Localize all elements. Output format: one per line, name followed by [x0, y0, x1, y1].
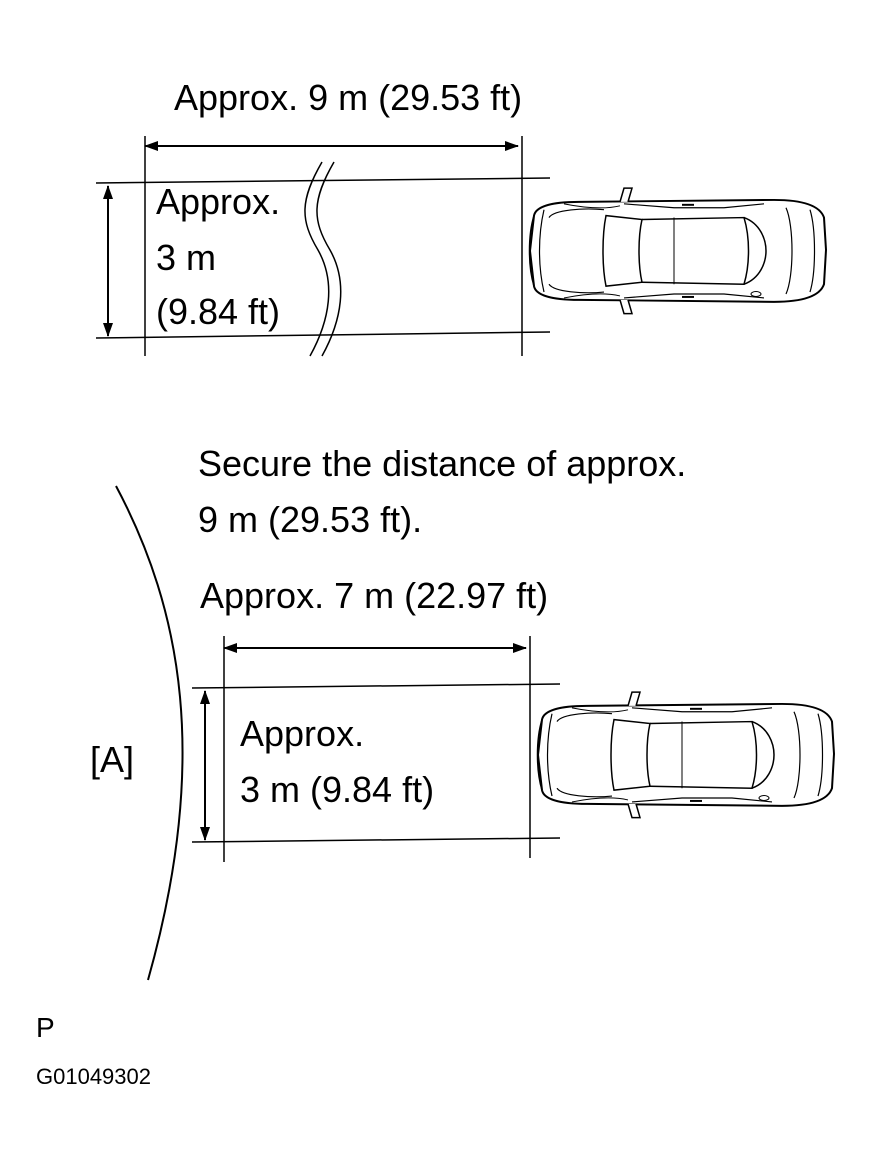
bottom-car-icon	[536, 691, 835, 819]
top-width-label-line-1: Approx.	[156, 181, 281, 222]
top-figure	[95, 136, 827, 357]
bottom-lower-boundary	[191, 837, 561, 843]
top-break-line-1	[304, 161, 330, 357]
top-width-label-line-2: 3 m	[156, 237, 217, 278]
top-car-icon	[528, 187, 827, 315]
bottom-width-label-line-2: 3 m (9.84 ft)	[240, 769, 435, 810]
instruction-line-1: Secure the distance of approx.	[198, 443, 687, 484]
instruction-line-2: 9 m (29.53 ft).	[198, 499, 423, 540]
bottom-length-label: Approx. 7 m (22.97 ft)	[200, 575, 549, 616]
bottom-upper-boundary	[191, 683, 561, 689]
curved-wall-line	[115, 485, 184, 981]
bottom-figure	[115, 485, 835, 981]
figure-id: G01049302	[36, 1064, 151, 1089]
top-upper-boundary	[95, 177, 551, 184]
code-letter: P	[36, 1012, 55, 1043]
marker-a-label: [A]	[90, 739, 135, 780]
top-break-line-2	[316, 161, 342, 357]
top-lower-boundary	[95, 331, 551, 339]
top-width-label-line-3: (9.84 ft)	[156, 291, 281, 332]
top-length-label: Approx. 9 m (29.53 ft)	[174, 77, 523, 118]
bottom-width-label-line-1: Approx.	[240, 713, 365, 754]
